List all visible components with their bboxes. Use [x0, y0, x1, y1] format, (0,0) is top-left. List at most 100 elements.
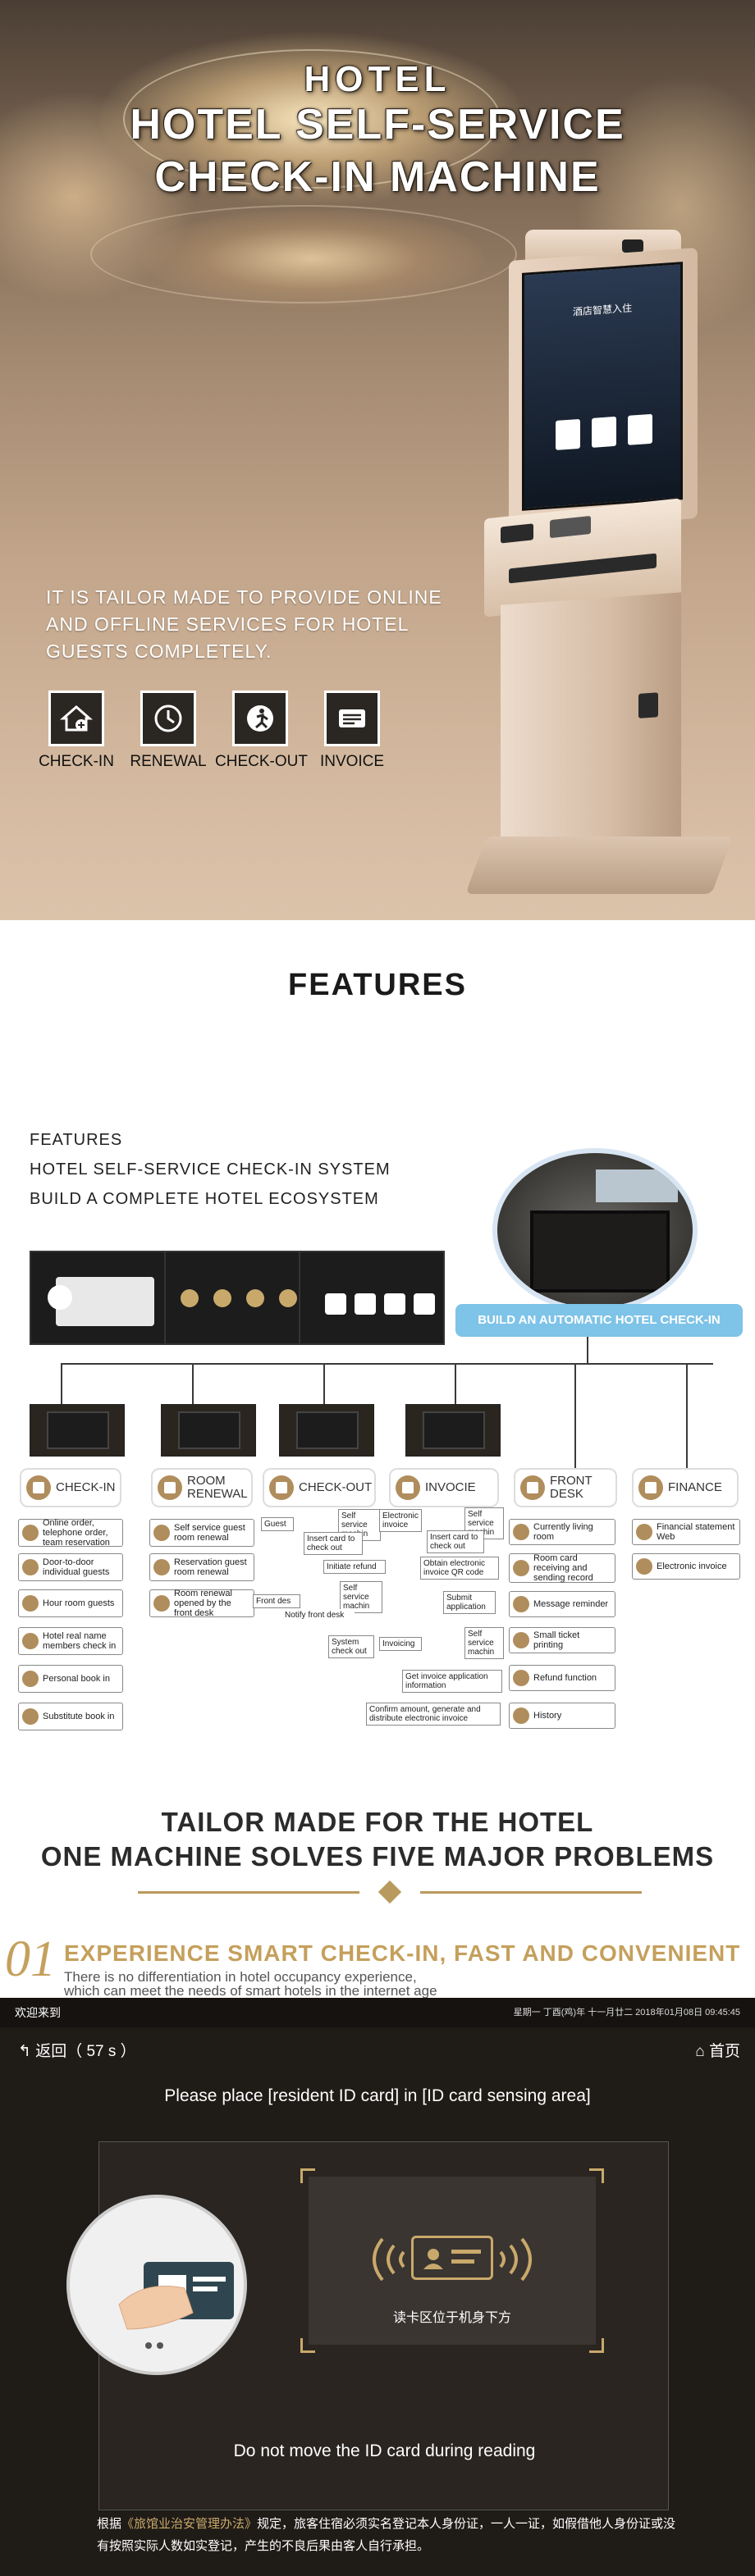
kiosk-monitor-photo [492, 1148, 698, 1312]
thumbnail-screen [47, 1411, 109, 1449]
kiosk-machine-image: 酒店智慧入住 [465, 230, 733, 902]
finance-item: Financial statement Web [632, 1519, 740, 1545]
kiosk-screen-tile [628, 413, 652, 445]
corner-bracket [589, 2168, 604, 2183]
hero-section: HOTEL HOTEL SELF-SERVICE CHECK-IN MACHIN… [0, 0, 755, 920]
back-label: 返回（ 57 s ） [35, 2043, 136, 2060]
kiosk-screen-tile [592, 416, 616, 448]
features-line: FEATURES [30, 1131, 123, 1149]
hand-graphic [48, 1285, 72, 1310]
category-label: CHECK-OUT [299, 1480, 373, 1494]
connector-line [61, 1363, 713, 1365]
connector-line [323, 1363, 325, 1404]
connector-line [61, 1363, 62, 1404]
finance-icon [638, 1475, 663, 1500]
hero-icon-label: CHECK-OUT [215, 753, 308, 770]
id-card-graphic [56, 1277, 154, 1326]
item-label: Hour room guests [43, 1598, 115, 1608]
menu-option [213, 1289, 231, 1307]
thumbnail-screen [178, 1411, 240, 1449]
instruction-prompt: Please place [resident ID card] in [ID c… [164, 2086, 591, 2105]
check-in-item: Door-to-door individual guests [18, 1553, 123, 1581]
category-invoice: INVOCIE [389, 1468, 499, 1507]
ui-screenshot-thumbnail [30, 1251, 176, 1345]
experience-description: There is no differentiation in hotel occ… [64, 1970, 437, 1998]
menu-option [181, 1289, 199, 1307]
features-intro: FEATURES HOTEL SELF-SERVICE CHECK-IN SYS… [30, 1125, 391, 1214]
item-label: Room renewal opened by the front desk [174, 1589, 232, 1618]
item-label: Personal book in [43, 1674, 110, 1684]
category-label: INVOCIE [425, 1480, 476, 1494]
flow-step: Get invoice application information [402, 1670, 502, 1693]
experience-desc-line: which can meet the needs of smart hotels… [64, 1983, 437, 1999]
features-line: BUILD A COMPLETE HOTEL ECOSYSTEM [30, 1190, 379, 1208]
renewal-icon [140, 691, 196, 746]
scanner [550, 515, 591, 539]
item-label: Message reminder [533, 1599, 609, 1609]
legal-notice: 根据《旅馆业治安管理办法》规定，旅客住宿必须实名登记本人身份证，一人一证，如假借… [97, 2513, 680, 2557]
item-icon [22, 1525, 39, 1541]
flow-step: Self service machin [340, 1581, 382, 1613]
item-label: Financial statement Web [657, 1522, 735, 1542]
monitor-screen [530, 1210, 670, 1293]
front-desk-item: History [509, 1703, 615, 1729]
renewal-icon [158, 1475, 182, 1500]
nfc-wave-icon [373, 2237, 532, 2282]
check-out-icon [269, 1475, 294, 1500]
category-thumbnail [279, 1404, 374, 1457]
category-label: FRONT DESK [550, 1474, 593, 1501]
reader-caption: 读卡区位于机身下方 [392, 2311, 511, 2325]
item-icon [513, 1596, 529, 1612]
kiosk-screen: 酒店智慧入住 [522, 262, 683, 511]
hand-with-card-illustration [66, 2195, 247, 2375]
item-label: Refund function [533, 1673, 597, 1683]
category-label: ROOM RENEWAL [187, 1474, 248, 1501]
thumbnail-screen [423, 1411, 485, 1449]
flow-step: Notify front desk [282, 1609, 355, 1621]
id-card-panel: 读卡区位于机身下方 Do not move the ID card during… [66, 2141, 669, 2510]
corner-bracket [300, 2168, 315, 2183]
hero-icon-label: CHECK-IN [39, 753, 114, 770]
flow-step: System check out [328, 1635, 374, 1658]
check-out-icon [232, 691, 288, 746]
home-button[interactable]: ⌂ 首页 [695, 2039, 740, 2061]
item-label: Reservation guest room renewal [174, 1557, 247, 1577]
back-button[interactable]: ↰ 返回（ 57 s ） [18, 2039, 136, 2061]
flow-step: Submit application [443, 1591, 496, 1614]
check-in-item: Hour room guests [18, 1589, 123, 1617]
item-label: Online order, telephone order, team rese… [43, 1518, 110, 1548]
item-icon [22, 1671, 39, 1687]
kiosk-body [501, 592, 681, 859]
check-in-icon [48, 691, 104, 746]
thumbnail-screen [296, 1411, 359, 1449]
flow-step: Insert card to check out [304, 1532, 363, 1555]
room-option [325, 1293, 346, 1315]
front-desk-icon [520, 1475, 545, 1500]
hero-feature-icons: CHECK-IN RENEWAL CHECK-OUT INVOICE [31, 691, 400, 773]
hero-title-line3: CHECK-IN MACHINE [154, 153, 601, 201]
category-room-renewal: ROOM RENEWAL [151, 1468, 253, 1507]
connector-line [192, 1363, 194, 1404]
notice-prefix: 根据 [97, 2517, 122, 2531]
ui-screenshot-thumbnail [164, 1251, 310, 1345]
item-icon [153, 1525, 170, 1541]
room-option [355, 1293, 376, 1315]
printer-slot [509, 553, 657, 584]
hero-icon-label: RENEWAL [130, 753, 207, 770]
finance-item: Electronic invoice [632, 1553, 740, 1580]
camera-icon [622, 239, 643, 253]
chandelier-ring [90, 205, 517, 303]
connector-line [587, 1337, 588, 1363]
back-arrow-icon: ↰ [18, 2043, 36, 2060]
menu-option [279, 1289, 297, 1307]
front-desk-item: Message reminder [509, 1591, 615, 1617]
front-desk-item: Small ticket printing [509, 1627, 615, 1653]
hero-title-line2: HOTEL SELF-SERVICE [130, 101, 625, 148]
kiosk-ui-screenshot: 欢迎来到 星期一 丁酉(鸡)年 十一月廿二 2018年01月08日 09:45:… [0, 1998, 755, 2576]
menu-option [246, 1289, 264, 1307]
check-in-item: Substitute book in [18, 1703, 123, 1730]
experience-desc-line: There is no differentiation in hotel occ… [64, 1969, 417, 1985]
category-check-out: CHECK-OUT [263, 1468, 376, 1507]
flow-step: Guest [261, 1517, 294, 1531]
kiosk-screen-tile [556, 418, 580, 450]
